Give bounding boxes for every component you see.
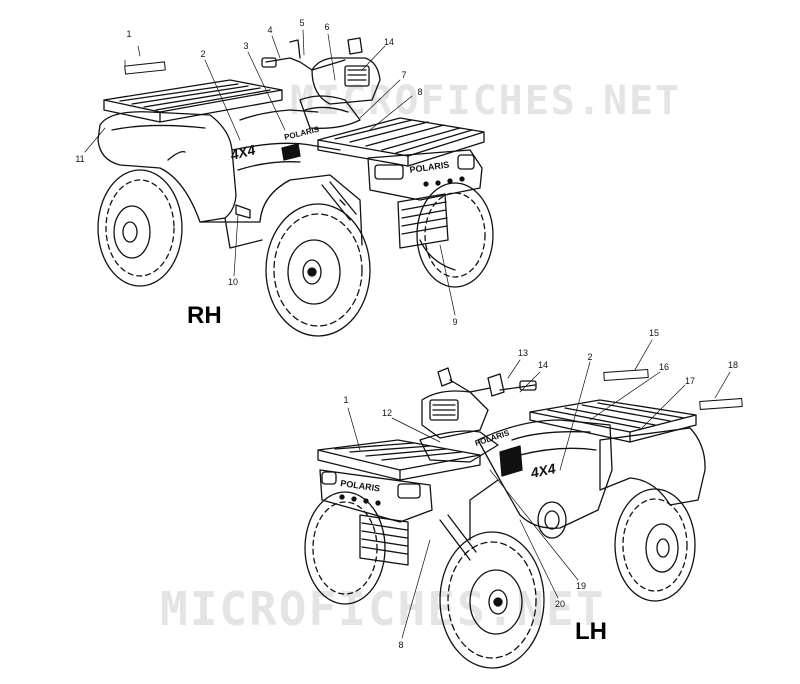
lh-front-right-tire bbox=[439, 531, 545, 669]
lh-callout-1: 1 bbox=[343, 395, 349, 405]
rh-model-decal: 4X4 bbox=[228, 141, 257, 163]
lh-model-decal: 4X4 bbox=[528, 460, 557, 481]
lh-rear-rack bbox=[529, 399, 697, 443]
atv-rh-view: POLARIS 4X4 POLARIS bbox=[84, 29, 494, 337]
rh-callout-3: 3 bbox=[243, 41, 249, 51]
rh-suspension bbox=[321, 181, 357, 221]
rh-tank-brand-decal: POLARIS bbox=[283, 124, 320, 141]
rh-callout-10: 10 bbox=[227, 277, 239, 287]
lh-handlebar bbox=[421, 367, 537, 439]
lh-callout-14: 14 bbox=[537, 360, 549, 370]
rh-callout-5: 5 bbox=[299, 18, 305, 28]
lh-front-brand-decal: POLARIS bbox=[340, 478, 381, 493]
atv-lh-view: 4X4 bbox=[304, 339, 743, 669]
rh-callout-1: 1 bbox=[126, 29, 132, 39]
rh-front-brand-decal: POLARIS bbox=[409, 160, 450, 175]
lh-callout-8: 8 bbox=[398, 640, 404, 650]
lh-leader-lines bbox=[347, 339, 731, 639]
watermark-bottom: MICROFICHES.NET bbox=[160, 582, 606, 636]
rh-handlebar bbox=[261, 37, 381, 105]
rh-callout-2: 2 bbox=[200, 49, 206, 59]
rh-callout-4: 4 bbox=[267, 25, 273, 35]
rh-callout-14: 14 bbox=[383, 37, 395, 47]
lh-callout-20: 20 bbox=[554, 599, 566, 609]
rh-front-bumper: POLARIS bbox=[367, 149, 483, 249]
lh-front-rack bbox=[317, 439, 481, 481]
lh-front-left-tire bbox=[304, 491, 386, 605]
rh-callout-8: 8 bbox=[417, 87, 423, 97]
rh-callout-7: 7 bbox=[401, 70, 407, 80]
rh-rear-tire bbox=[97, 169, 183, 287]
lh-callout-2: 2 bbox=[587, 352, 593, 362]
lh-callout-19: 19 bbox=[575, 581, 587, 591]
lh-suspension bbox=[439, 514, 477, 561]
lh-callout-16: 16 bbox=[658, 362, 670, 372]
rh-view-label: RH bbox=[187, 302, 222, 329]
lh-callout-12: 12 bbox=[381, 408, 393, 418]
rh-callout-6: 6 bbox=[324, 22, 330, 32]
rh-callout-11: 11 bbox=[75, 154, 85, 164]
lh-front-bumper: POLARIS bbox=[319, 469, 433, 566]
lh-callout-15: 15 bbox=[648, 328, 660, 338]
lh-body: 4X4 bbox=[469, 419, 706, 541]
rh-leader-lines bbox=[84, 29, 456, 316]
rh-front-right-tire bbox=[416, 182, 494, 288]
rh-front-rack bbox=[317, 117, 485, 167]
lh-callout-18: 18 bbox=[727, 360, 739, 370]
lh-callout-13: 13 bbox=[517, 348, 529, 358]
lh-callout-17: 17 bbox=[684, 376, 696, 386]
rh-callout-9: 9 bbox=[452, 317, 458, 327]
lh-tank-brand-decal: POLARIS bbox=[474, 428, 511, 448]
rh-front-left-tire bbox=[265, 203, 371, 337]
lh-view-label: LH bbox=[575, 618, 607, 645]
rh-body bbox=[97, 109, 363, 249]
lh-rear-tire bbox=[614, 488, 696, 602]
rh-rear-rack bbox=[103, 79, 283, 123]
